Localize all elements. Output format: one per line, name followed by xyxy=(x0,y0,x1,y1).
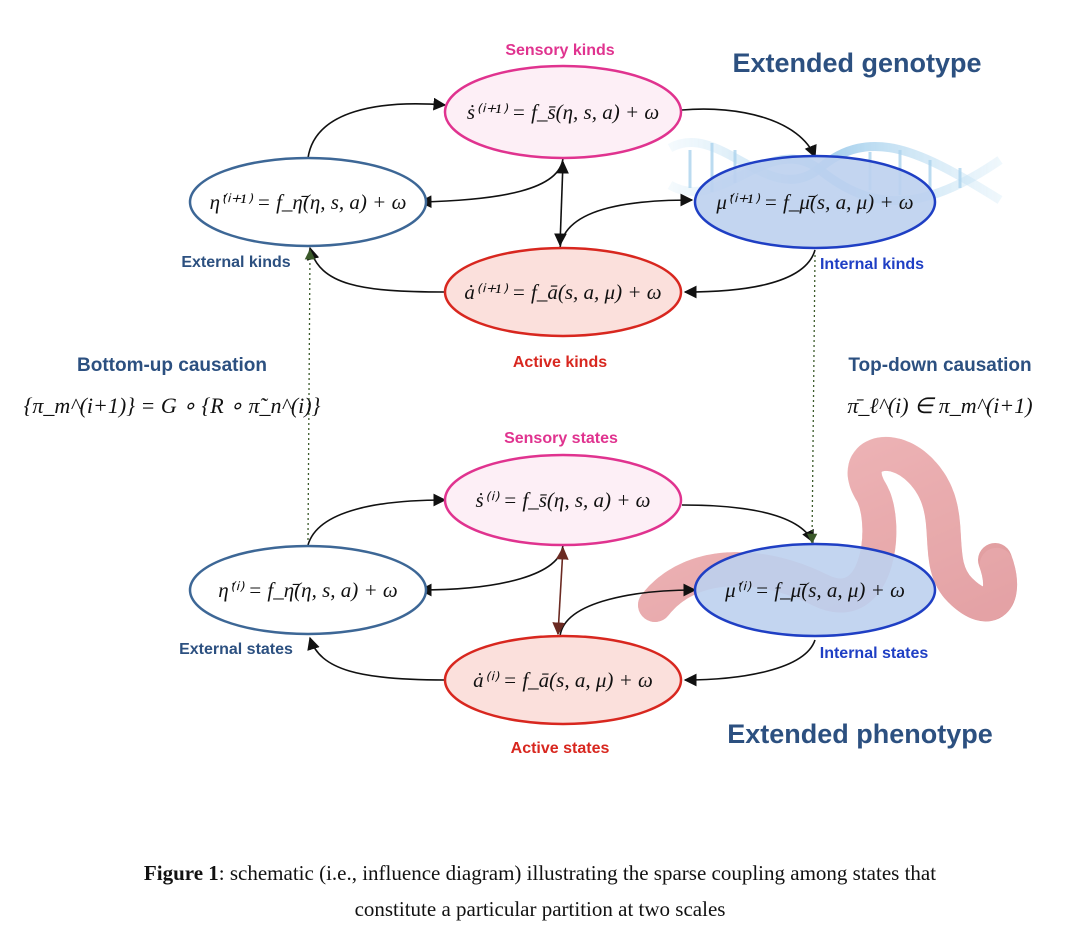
title-extended-phenotype: Extended phenotype xyxy=(727,719,993,749)
sensory-active-arrow xyxy=(552,546,569,636)
label-internal-kinds: Internal kinds xyxy=(820,256,924,273)
title-extended-genotype: Extended genotype xyxy=(732,48,981,78)
sensory-kinds-node xyxy=(443,64,683,160)
label-top-down-causation: Top-down causation xyxy=(848,355,1031,376)
label-active-kinds: Active kinds xyxy=(513,354,607,371)
bottom-up-arrow xyxy=(304,248,316,541)
caption-text: : schematic (i.e., influence diagram) il… xyxy=(218,861,937,885)
formula-bottom-up: {π_m^(i+1)} = G ∘ {R ∘ π̃_n^(i)} xyxy=(24,393,321,418)
eq-external-kinds: η̇⁽ⁱ⁺¹⁾ = f_η̄(η, s, a) + ω xyxy=(210,190,407,214)
eq-external-states: η̇⁽ⁱ⁾ = f_η̄(η, s, a) + ω xyxy=(218,578,397,602)
eq-internal-kinds: μ̇⁽ⁱ⁺¹⁾ = f_μ̄(s, a, μ) + ω xyxy=(715,190,913,214)
label-internal-states: Internal states xyxy=(820,645,929,662)
top-down-arrow xyxy=(806,254,818,545)
sensory-states-node xyxy=(443,453,683,547)
active-states-node xyxy=(443,634,683,726)
label-external-states: External states xyxy=(179,641,293,658)
figure-caption: Figure 1: schematic (i.e., influence dia… xyxy=(40,855,1040,927)
internal-states-node xyxy=(693,542,937,638)
label-external-kinds: External kinds xyxy=(181,254,290,271)
formula-top-down: π̄_ℓ^(i) ∈ π_m^(i+1) xyxy=(847,393,1032,418)
label-sensory-kinds: Sensory kinds xyxy=(505,42,614,59)
eq-active-states: ȧ⁽ⁱ⁾ = f_ā(s, a, μ) + ω xyxy=(473,668,653,692)
eq-sensory-kinds: ṡ⁽ⁱ⁺¹⁾ = f_s̄(η, s, a) + ω xyxy=(467,100,659,124)
external-kinds-node xyxy=(188,156,428,248)
label-active-states: Active states xyxy=(511,740,610,757)
caption-line2: constitute a particular partition at two… xyxy=(354,897,726,921)
top-scale-arrows xyxy=(306,97,817,299)
eq-internal-states: μ̇⁽ⁱ⁾ = f_μ̄(s, a, μ) + ω xyxy=(724,578,905,602)
label-bottom-up-causation: Bottom-up causation xyxy=(77,355,267,376)
label-sensory-states: Sensory states xyxy=(504,430,618,447)
internal-kinds-node xyxy=(693,154,937,250)
eq-sensory-states: ṡ⁽ⁱ⁾ = f_s̄(η, s, a) + ω xyxy=(476,488,651,512)
eq-active-kinds: ȧ⁽ⁱ⁺¹⁾ = f_ā(s, a, μ) + ω xyxy=(464,280,661,304)
active-kinds-node xyxy=(443,246,683,338)
caption-prefix: Figure 1 xyxy=(143,861,219,885)
external-states-node xyxy=(188,544,428,636)
